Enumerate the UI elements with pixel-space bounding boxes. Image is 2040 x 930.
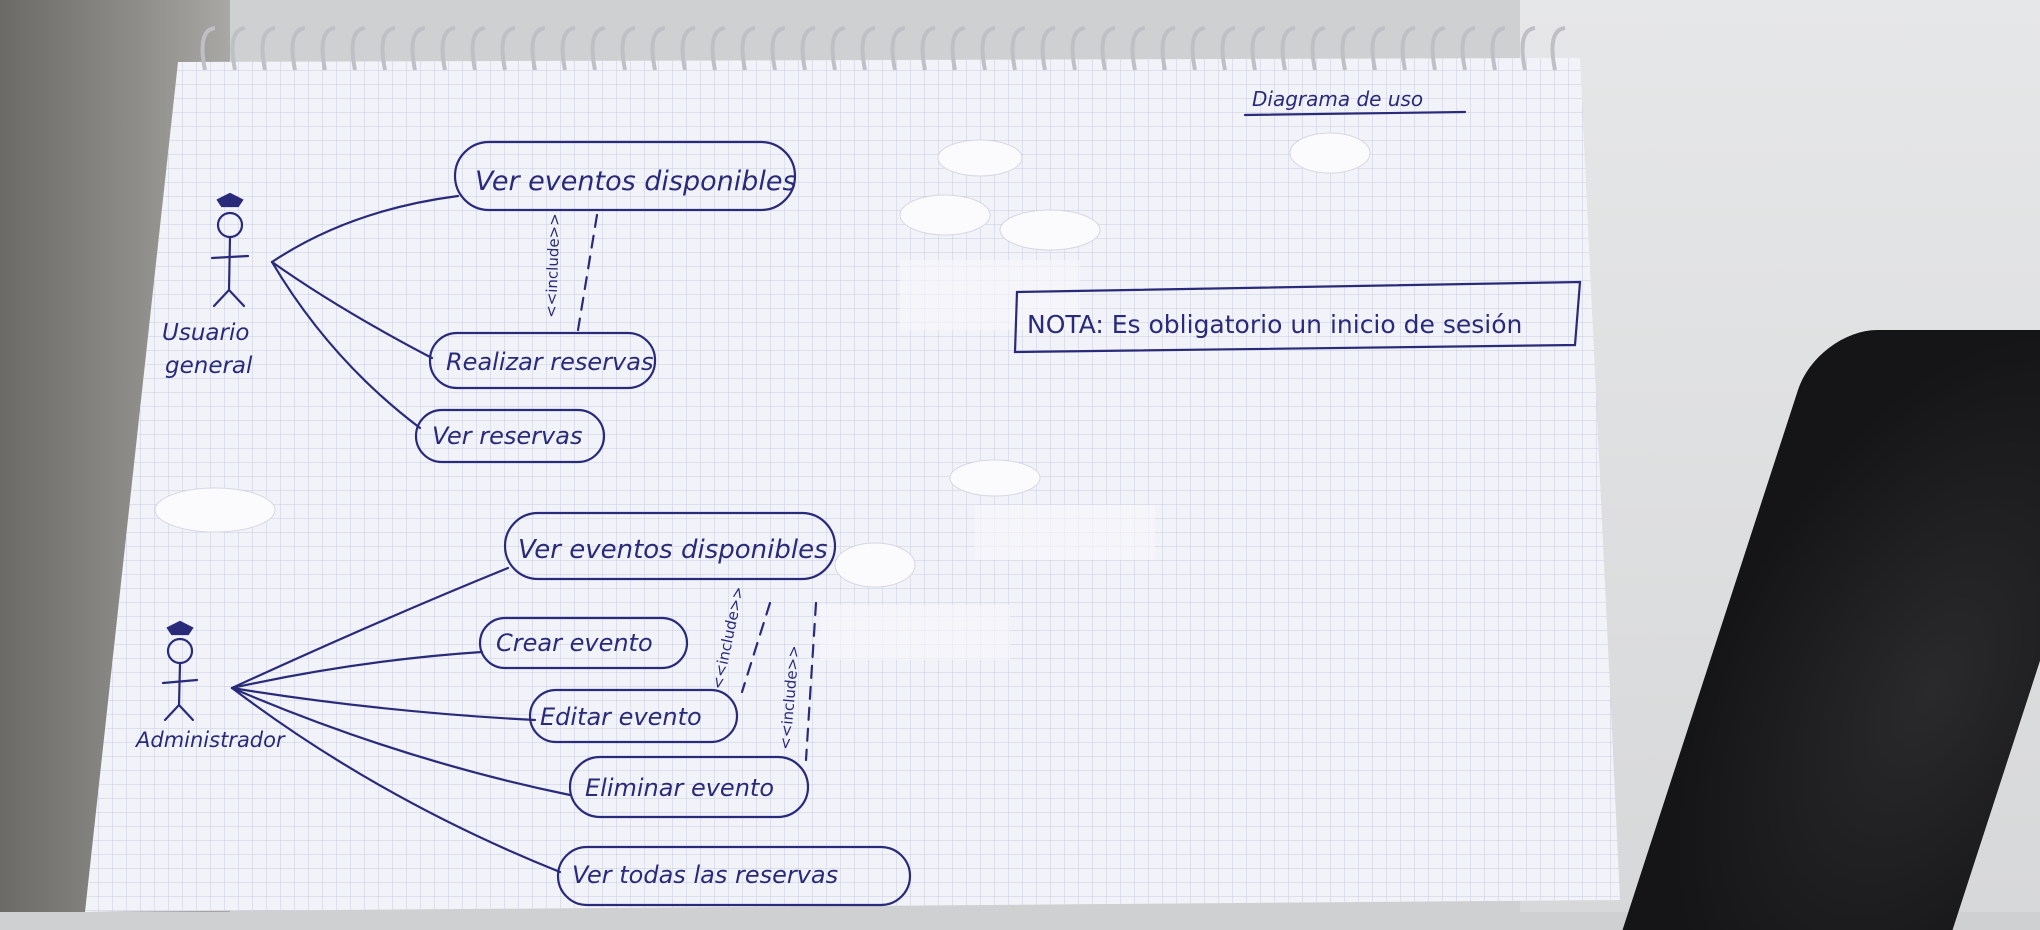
actor-administrador: [161, 620, 199, 722]
note-box: [1013, 280, 1582, 354]
usecase-label-ver-eventos-admin: Ver eventos disponibles: [518, 535, 828, 565]
usecase-editar-evento: [528, 688, 739, 744]
usecase-label-ver-eventos-user: Ver eventos disponibles: [475, 166, 797, 197]
spiral-binding: [200, 26, 1566, 71]
actor-label-usuario-line2: general: [165, 353, 253, 379]
usecase-ver-eventos-admin: [503, 511, 837, 581]
usecase-label-realizar-reservas: Realizar reservas: [446, 348, 653, 376]
actor-label-administrador: Administrador: [134, 728, 286, 752]
associations-administrador: [230, 566, 572, 874]
usecase-ver-reservas: [414, 408, 606, 464]
diagram-title: Diagrama de uso: [1252, 87, 1423, 111]
include-arrow-admin-1: [740, 601, 772, 694]
usecase-label-ver-reservas: Ver reservas: [432, 422, 582, 450]
include-arrow-admin-2: [804, 601, 818, 762]
usecase-crear-evento: [478, 616, 689, 670]
actor-label-usuario-line1: Usuario: [162, 320, 249, 346]
usecase-ver-eventos-user: [453, 140, 797, 212]
usecase-label-ver-todas-reservas: Ver todas las reservas: [572, 861, 838, 889]
usecase-ver-todas-reservas: [556, 845, 912, 907]
usecase-eliminar-evento: [568, 755, 810, 819]
title-underline: [1243, 110, 1467, 117]
usecase-realizar-reservas: [428, 331, 657, 390]
associations-usuario: [270, 194, 460, 430]
include-label-user: <<include>>: [542, 213, 564, 318]
note-text: NOTA: Es obligatorio un inicio de sesión: [1027, 310, 1522, 339]
usecase-label-editar-evento: Editar evento: [540, 703, 702, 731]
usecase-label-crear-evento: Crear evento: [496, 629, 653, 657]
actor-usuario-general: [210, 192, 250, 308]
usecase-label-eliminar-evento: Eliminar evento: [585, 774, 774, 802]
